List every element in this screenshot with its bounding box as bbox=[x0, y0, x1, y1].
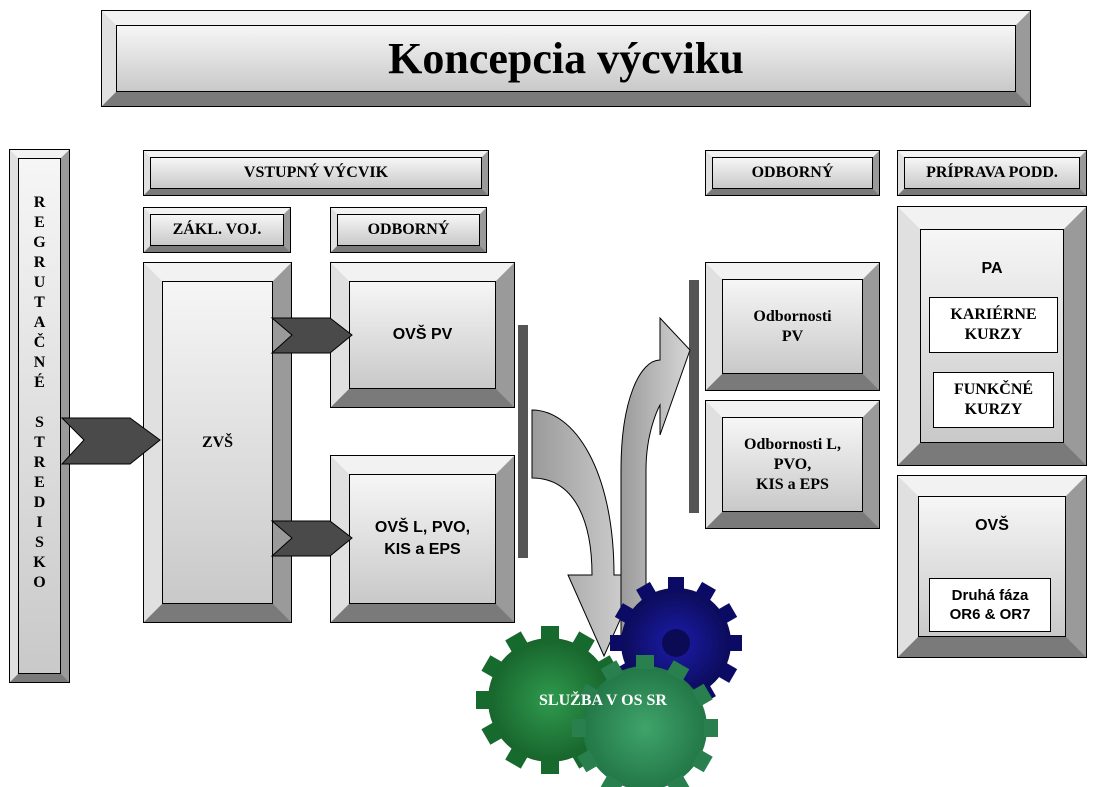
karierne-line2: KURZY bbox=[964, 326, 1023, 343]
chevron-arrow-left bbox=[60, 417, 161, 465]
vertical-letter: R bbox=[33, 454, 46, 471]
chevron-arrow-top bbox=[270, 317, 353, 354]
vertical-letter: O bbox=[33, 574, 46, 591]
vertical-letter: S bbox=[35, 414, 44, 431]
druha-line2: OR6 & OR7 bbox=[949, 606, 1031, 623]
odbornosti-l-box: Odbornosti L, PVO, KIS a EPS bbox=[705, 400, 880, 529]
odb-pv-line2: PV bbox=[781, 327, 804, 345]
curved-arrow-up bbox=[620, 316, 691, 641]
ovs-pv-label: OVŠ PV bbox=[392, 326, 453, 343]
funkcne-line2: KURZY bbox=[964, 401, 1023, 418]
vertical-letter: E bbox=[34, 214, 45, 231]
divider-bar-left bbox=[518, 325, 528, 558]
vertical-letter: A bbox=[33, 314, 46, 331]
vertical-letter: U bbox=[33, 274, 46, 291]
header-vstupny-label: VSTUPNÝ VÝCVIK bbox=[243, 164, 389, 181]
vertical-letter: N bbox=[33, 354, 46, 371]
zvs-box: ZVŠ bbox=[143, 262, 292, 623]
ovs-l-line1: OVŠ L, PVO, bbox=[374, 519, 471, 536]
odb-l-line1: Odbornosti L, bbox=[744, 435, 841, 453]
header-priprava-podd: PRÍPRAVA PODD. bbox=[897, 150, 1087, 196]
chevron-arrow-bottom bbox=[270, 520, 353, 557]
vertical-letter: É bbox=[34, 374, 45, 391]
header-odborny-right-label: ODBORNÝ bbox=[751, 164, 834, 181]
vertical-letter: Č bbox=[33, 334, 46, 351]
funkcne-line1: FUNKČNÉ bbox=[953, 381, 1034, 398]
vertical-letter: I bbox=[36, 514, 43, 531]
vertical-letter: G bbox=[33, 234, 46, 251]
vertical-letter: R bbox=[33, 194, 46, 211]
druha-faza-box: Druhá fáza OR6 & OR7 bbox=[929, 578, 1051, 632]
header-priprava-label: PRÍPRAVA PODD. bbox=[926, 164, 1058, 181]
funkcne-kurzy-box: FUNKČNÉ KURZY bbox=[933, 372, 1054, 428]
odbornosti-pv-box: Odbornosti PV bbox=[705, 262, 880, 391]
page-title: Koncepcia výcviku bbox=[388, 34, 744, 83]
header-odborny-left-label: ODBORNÝ bbox=[367, 221, 450, 238]
ovs-l-line2: KIS a EPS bbox=[384, 541, 461, 558]
druha-line1: Druhá fáza bbox=[951, 587, 1029, 604]
ovs-l-box: OVŠ L, PVO, KIS a EPS bbox=[330, 455, 515, 623]
gear-green-light-icon bbox=[572, 655, 718, 787]
title-banner: Koncepcia výcviku bbox=[101, 10, 1031, 107]
gears-label: SLUŽBA V OS SR bbox=[539, 690, 667, 709]
header-odborny-left: ODBORNÝ bbox=[330, 207, 487, 253]
odb-l-line3: KIS a EPS bbox=[756, 475, 829, 493]
karierne-kurzy-box: KARIÉRNE KURZY bbox=[929, 297, 1058, 353]
divider-bar-right bbox=[689, 280, 699, 513]
karierne-line1: KARIÉRNE bbox=[950, 306, 1037, 323]
odb-l-line2: PVO, bbox=[773, 455, 812, 473]
vertical-letter: S bbox=[35, 534, 44, 551]
vertical-letter: D bbox=[33, 494, 46, 511]
header-zakl-voj-label: ZÁKL. VOJ. bbox=[172, 221, 262, 238]
header-zakl-voj: ZÁKL. VOJ. bbox=[143, 207, 291, 253]
odb-pv-line1: Odbornosti bbox=[753, 307, 832, 325]
vertical-letter: R bbox=[33, 254, 46, 271]
vertical-letter: T bbox=[34, 434, 45, 451]
zvs-label: ZVŠ bbox=[201, 433, 234, 451]
header-vstupny-vycvik: VSTUPNÝ VÝCVIK bbox=[143, 150, 489, 196]
vertical-letter: K bbox=[33, 554, 46, 571]
vertical-letter: E bbox=[34, 474, 45, 491]
vertical-letter: T bbox=[34, 294, 45, 311]
ovs-right-label: OVŠ bbox=[975, 517, 1009, 534]
pa-label: PA bbox=[981, 260, 1003, 277]
header-odborny-right: ODBORNÝ bbox=[705, 150, 880, 196]
